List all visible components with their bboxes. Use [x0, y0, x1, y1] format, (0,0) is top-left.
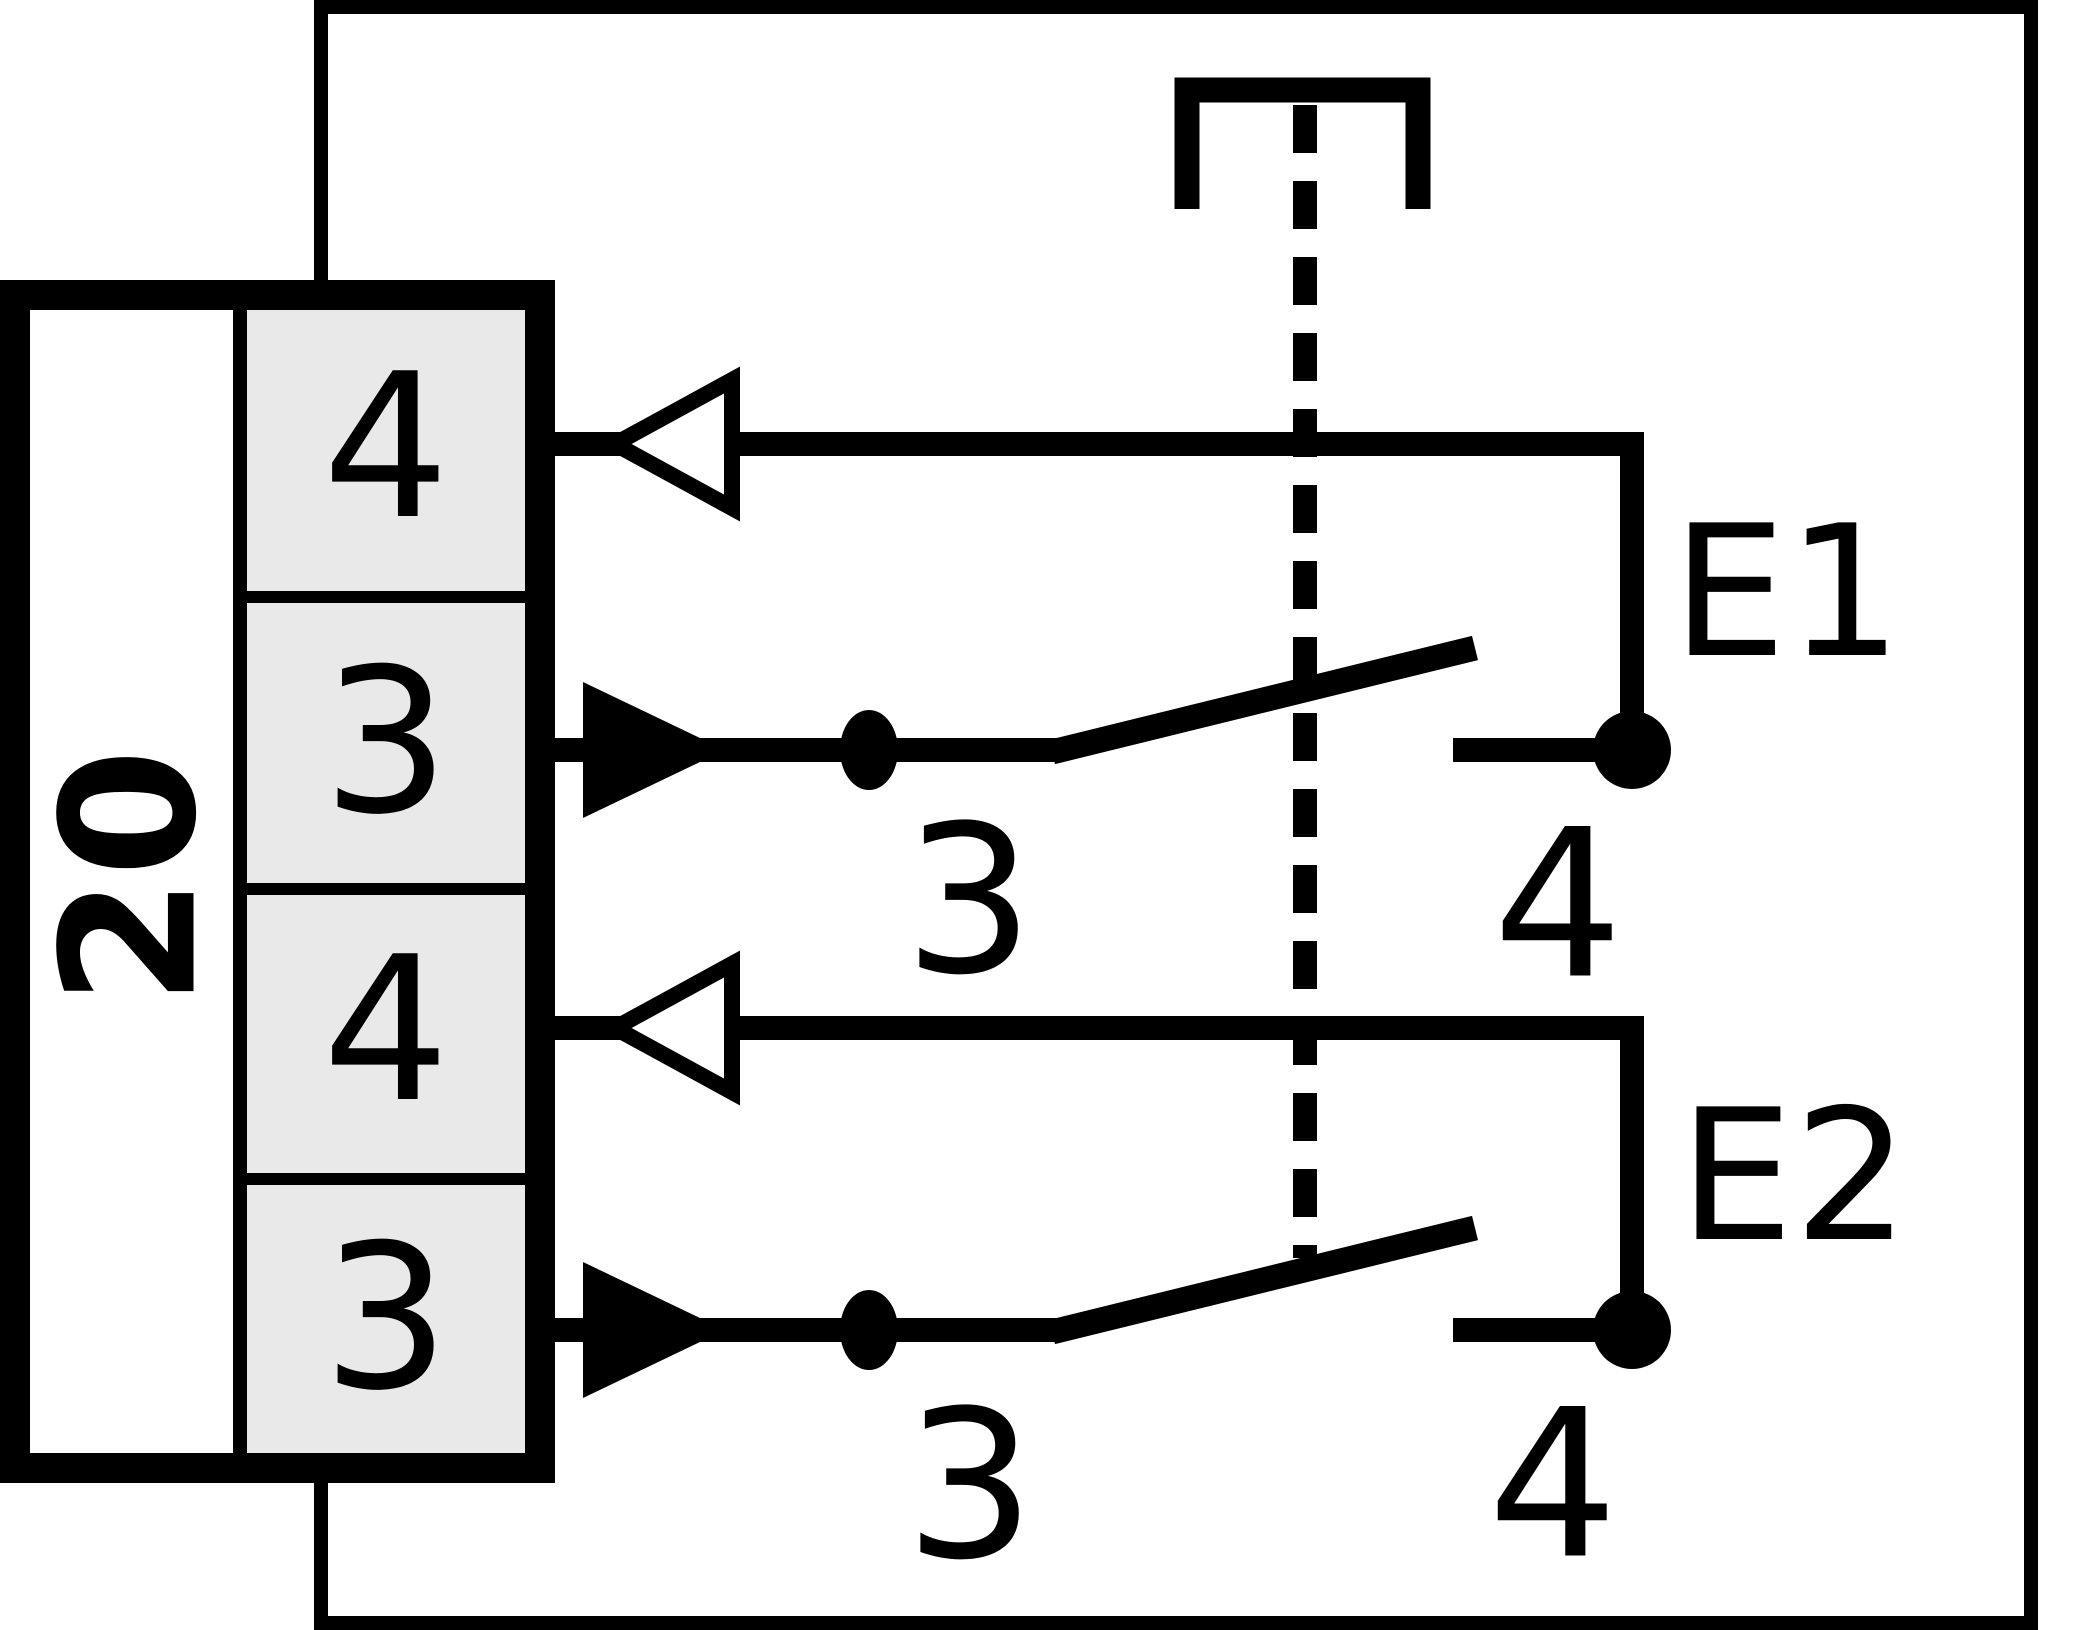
- e1-movable-contact-label: 3: [903, 782, 1035, 1021]
- terminal-cell-1-bg: [247, 310, 525, 591]
- actuator-bracket-icon: [1174, 77, 1431, 209]
- terminal-cell-2-bg: [247, 603, 525, 883]
- enclosure-frame: [314, 0, 2038, 1630]
- e1-filled-right-arrow-icon: [583, 682, 725, 818]
- terminal-label-4: 3: [322, 1202, 450, 1435]
- e2-movable-contact-label: 3: [904, 1367, 1036, 1606]
- terminal-label-3: 4: [322, 914, 450, 1147]
- switch-e1-name-label: E1: [1671, 486, 1903, 698]
- terminal-cell-4-bg: [247, 1185, 525, 1453]
- e2-pivot-dot-icon: [840, 1290, 898, 1370]
- e1-hollow-left-arrow-icon: [598, 366, 740, 522]
- connector-id-label: 20: [21, 748, 238, 1006]
- e2-switch-blade: [1049, 1215, 1478, 1345]
- e1-fixed-contact-label: 4: [1492, 786, 1624, 1025]
- switch-e2-wiring: [555, 950, 1671, 1398]
- e2-terminal4-wire: [555, 1016, 1644, 1330]
- switch-e1-wiring: [555, 366, 1671, 818]
- e1-contact-dot-icon: [1593, 711, 1671, 789]
- switch-e2-name-label: E2: [1678, 1070, 1910, 1282]
- e2-hollow-left-arrow-icon: [598, 950, 740, 1106]
- terminal-label-2: 3: [322, 626, 450, 859]
- terminal-cell-3-bg: [247, 895, 525, 1173]
- e2-filled-right-arrow-icon: [583, 1262, 725, 1398]
- e2-contact-dot-icon: [1593, 1291, 1671, 1369]
- connector-block: [0, 280, 555, 1483]
- e1-switch-blade: [1049, 635, 1478, 765]
- e2-fixed-contact-label: 4: [1487, 1366, 1619, 1605]
- e1-terminal4-wire: [555, 432, 1644, 750]
- e1-pivot-dot-icon: [840, 710, 898, 790]
- terminal-label-1: 4: [322, 331, 450, 564]
